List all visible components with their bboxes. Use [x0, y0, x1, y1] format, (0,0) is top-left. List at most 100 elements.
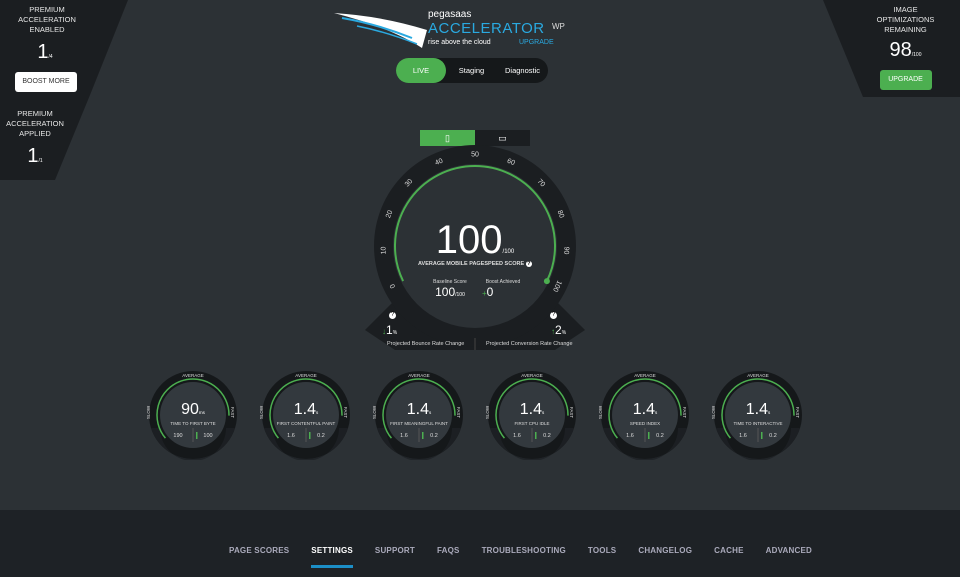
- metric-arc: [269, 378, 343, 439]
- metric-arc: [721, 378, 795, 439]
- metric-value: 1.4: [745, 401, 768, 418]
- env-staging-option[interactable]: Staging: [458, 66, 485, 75]
- metric-face: [612, 382, 678, 448]
- metric-unit: s: [655, 410, 658, 415]
- metric-base: [377, 428, 461, 460]
- nav-item-cache[interactable]: CACHE: [714, 546, 744, 555]
- bounce-label: Projected Bounce Rate Change: [387, 341, 465, 347]
- gauge-tick-label: 30: [404, 178, 415, 189]
- metric-label: FIRST CPU IDLE: [514, 421, 550, 426]
- metric-fast-label: FAST: [343, 406, 349, 419]
- image-optimizations-label: IMAGE OPTIMIZATIONS REMAINING: [876, 5, 935, 34]
- brand-name: pegasaas: [428, 9, 472, 20]
- metric-marker: [648, 432, 650, 439]
- boost-more-button[interactable]: BOOST MORE: [15, 72, 77, 92]
- brand-product: ACCELERATOR: [428, 20, 545, 37]
- brand-upgrade-link[interactable]: UPGRADE: [519, 39, 554, 46]
- nav-item-settings[interactable]: SETTINGS: [311, 546, 353, 568]
- nav-item-support[interactable]: SUPPORT: [374, 546, 415, 555]
- metric-average-label: AVERAGE: [634, 373, 656, 378]
- gauge-tick-label: 60: [506, 158, 516, 168]
- metric-marker: [309, 432, 311, 439]
- device-tabs: ▯ ▭: [420, 130, 530, 146]
- metric-baseline: 1.6: [626, 433, 634, 439]
- metric-slow-label: SLOW: [259, 405, 265, 420]
- boost-sign: +: [482, 289, 487, 298]
- metric-baseline: 1.6: [400, 433, 408, 439]
- gauge-tick-label: 70: [536, 178, 547, 189]
- metric-unit: s: [429, 410, 432, 415]
- nav-item-faqs[interactable]: FAQS: [436, 546, 460, 555]
- metric-value: 90: [181, 401, 199, 418]
- metric-current: 0.2: [769, 433, 777, 439]
- metric-gauge: AVERAGE SLOW FAST 1.4s FIRST CPU IDLE 1.…: [485, 370, 577, 460]
- metric-slow-label: SLOW: [711, 405, 717, 420]
- metric-marker: [422, 432, 424, 439]
- metric-arc: [495, 378, 569, 439]
- mobile-tab[interactable]: ▯: [420, 130, 475, 146]
- nav-item-troubleshooting[interactable]: TROUBLESHOOTING: [481, 546, 566, 555]
- gauge-tick-label: 50: [471, 152, 479, 159]
- baseline-label: Baseline Score: [433, 279, 467, 285]
- metric-average-label: AVERAGE: [747, 373, 769, 378]
- desktop-tab[interactable]: ▭: [475, 130, 530, 146]
- metric-value: 1.4: [406, 401, 429, 418]
- gauge-tick-label: 90: [562, 246, 569, 254]
- metric-unit: s: [316, 410, 319, 415]
- metric-slow-label: SLOW: [485, 405, 491, 420]
- metric-face: [273, 382, 339, 448]
- metric-label: FIRST CONTENTFUL PAINT: [276, 421, 336, 426]
- premium-enabled-label: PREMIUM ACCELERATION ENABLED: [18, 5, 76, 34]
- mobile-icon: ▯: [445, 133, 450, 143]
- metric-value: 1.4: [519, 401, 542, 418]
- metric-arc: [382, 378, 456, 439]
- metric-label: FIRST MEANINGFUL PAINT: [390, 421, 448, 426]
- main-score: 100: [435, 218, 503, 262]
- premium-enabled-value: 1: [37, 41, 49, 63]
- metric-average-label: AVERAGE: [408, 373, 430, 378]
- gauge-face: [393, 164, 557, 328]
- metric-baseline: 1.6: [739, 433, 747, 439]
- baseline-value: 100: [435, 285, 456, 299]
- metric-slow-label: SLOW: [598, 405, 604, 420]
- metric-current: 100: [203, 433, 213, 439]
- help-icon[interactable]: ?: [525, 261, 533, 267]
- gauge-tick-label: 0: [389, 283, 397, 290]
- metric-current: 0.2: [430, 433, 438, 439]
- nav-item-advanced[interactable]: ADVANCED: [765, 546, 812, 555]
- metric-fast-label: FAST: [456, 406, 462, 419]
- metric-label: SPEED INDEX: [629, 421, 661, 426]
- metric-current: 0.2: [317, 433, 325, 439]
- env-live-option[interactable]: LIVE: [396, 58, 446, 83]
- premium-enabled-total: /4: [48, 54, 53, 60]
- premium-enabled-panel: PREMIUM ACCELERATION ENABLED 1/4 BOOST M…: [0, 0, 128, 95]
- boost-label: Boost Achieved: [485, 279, 521, 285]
- brand-tagline: rise above the cloud: [428, 39, 491, 46]
- metric-base: [151, 428, 235, 460]
- metric-unit: s: [542, 410, 545, 415]
- image-optimizations-value: 98: [889, 39, 912, 61]
- gauge-tick-label: 10: [380, 246, 387, 254]
- bounce-value: 1: [386, 323, 393, 337]
- conversion-unit: %: [561, 330, 567, 336]
- conversion-help-icon[interactable]: ?: [550, 312, 557, 319]
- metric-face: [499, 382, 565, 448]
- nav-item-tools[interactable]: TOOLS: [587, 546, 617, 555]
- premium-applied-label: PREMIUM ACCELERATION APPLIED: [6, 109, 64, 138]
- upgrade-button[interactable]: UPGRADE: [879, 70, 932, 90]
- metric-label: TIME TO FIRST BYTE: [170, 421, 216, 426]
- gauge-tick-label: 80: [556, 209, 565, 219]
- env-diagnostic-option[interactable]: Diagnostic: [504, 66, 541, 75]
- conversion-value: 2: [555, 323, 562, 337]
- bottom-nav: PAGE SCORES SETTINGS SUPPORT FAQS TROUBLESHO…: [0, 510, 960, 577]
- metric-marker: [196, 432, 198, 439]
- metric-gauge: AVERAGE SLOW FAST 1.4s FIRST CONTENTFUL …: [259, 370, 351, 460]
- baseline-total: /100: [455, 292, 465, 298]
- nav-item-changelog[interactable]: CHANGELOG: [638, 546, 693, 555]
- bounce-help-icon[interactable]: ?: [389, 312, 396, 319]
- nav-item-page-scores[interactable]: PAGE SCORES: [229, 546, 290, 555]
- metric-base: [490, 428, 574, 460]
- metric-face: [725, 382, 791, 448]
- image-optimizations-total: /100: [911, 52, 922, 58]
- gauge-progress-arc: [394, 165, 556, 282]
